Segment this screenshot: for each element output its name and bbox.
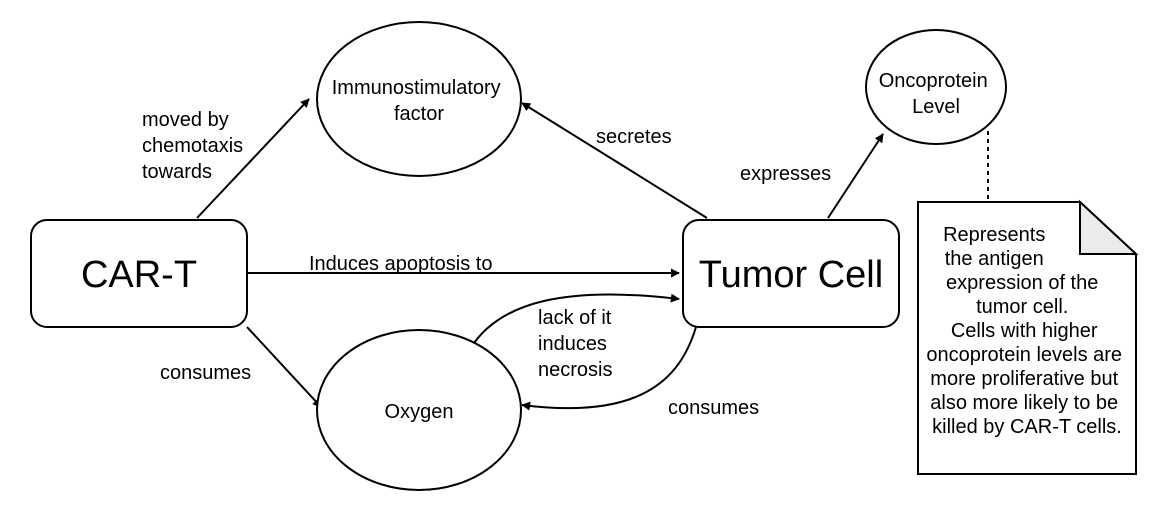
note-line-2: the antigen [945, 248, 1044, 270]
edge-label-tumor-consumes: consumes [668, 397, 759, 419]
edge-label-necrosis: lack of it induces necrosis [538, 307, 617, 381]
edge-label-necrosis-line-2: induces [538, 333, 607, 355]
note-line-6: oncoprotein levels are [926, 344, 1122, 366]
tumor-cell-label: Tumor Cell [699, 254, 883, 296]
edge-tumor-to-immunostimulatory [521, 102, 708, 219]
node-immunostimulatory-ellipse [316, 21, 522, 177]
edge-tumor-to-oxygen [521, 326, 697, 411]
edge-label-chemotaxis-line-1: moved by [142, 109, 229, 131]
note-fold [1079, 199, 1139, 255]
immunostimulatory-label-line-1: Immunostimulatory [332, 77, 501, 99]
note-line-5: Cells with higher [951, 320, 1098, 342]
edge-label-necrosis-line-1: lack of it [538, 307, 612, 329]
oxygen-label: Oxygen [385, 401, 454, 423]
node-tumor-cell-box [682, 219, 900, 328]
note-line-9: killed by CAR-T cells. [932, 416, 1122, 438]
note-line-7: more proliferative but [930, 368, 1118, 390]
edge-tumor-to-oncoprotein [827, 133, 884, 219]
note-line-3: expression of the [946, 272, 1098, 294]
edge-label-necrosis-line-3: necrosis [538, 359, 612, 381]
edge-label-apoptosis: Induces apoptosis to [309, 253, 492, 275]
edge-label-car-t-consumes: consumes [160, 362, 251, 384]
edge-oxygen-to-tumor [469, 293, 680, 350]
oncoprotein-label-line-2: Level [912, 96, 960, 118]
immunostimulatory-label-line-2: factor [394, 103, 444, 125]
node-oncoprotein-ellipse [865, 29, 1007, 145]
note-text: Represents the antigen expression of the… [926, 224, 1127, 438]
edge-label-chemotaxis: moved by chemotaxis towards [142, 109, 249, 183]
oncoprotein-label-line-1: Oncoprotein [879, 70, 988, 92]
edge-label-secretes: secretes [596, 126, 672, 148]
edge-label-chemotaxis-line-2: chemotaxis [142, 135, 243, 157]
edge-label-chemotaxis-line-3: towards [142, 161, 212, 183]
edge-car-t-to-oxygen [246, 326, 322, 408]
note-line-8: also more likely to be [930, 392, 1118, 414]
immunostimulatory-label: Immunostimulatory factor [332, 77, 507, 125]
oncoprotein-label: Oncoprotein Level [879, 70, 994, 118]
note-line-4: tumor cell. [976, 296, 1068, 318]
edge-label-expresses: expresses [740, 163, 831, 185]
note-line-1: Represents [943, 224, 1045, 246]
node-oxygen-ellipse [316, 329, 522, 491]
edge-car-t-to-immunostimulatory [196, 98, 310, 219]
note-shape [917, 201, 1137, 475]
car-t-label: CAR-T [81, 254, 197, 296]
node-car-t-box [30, 219, 248, 328]
